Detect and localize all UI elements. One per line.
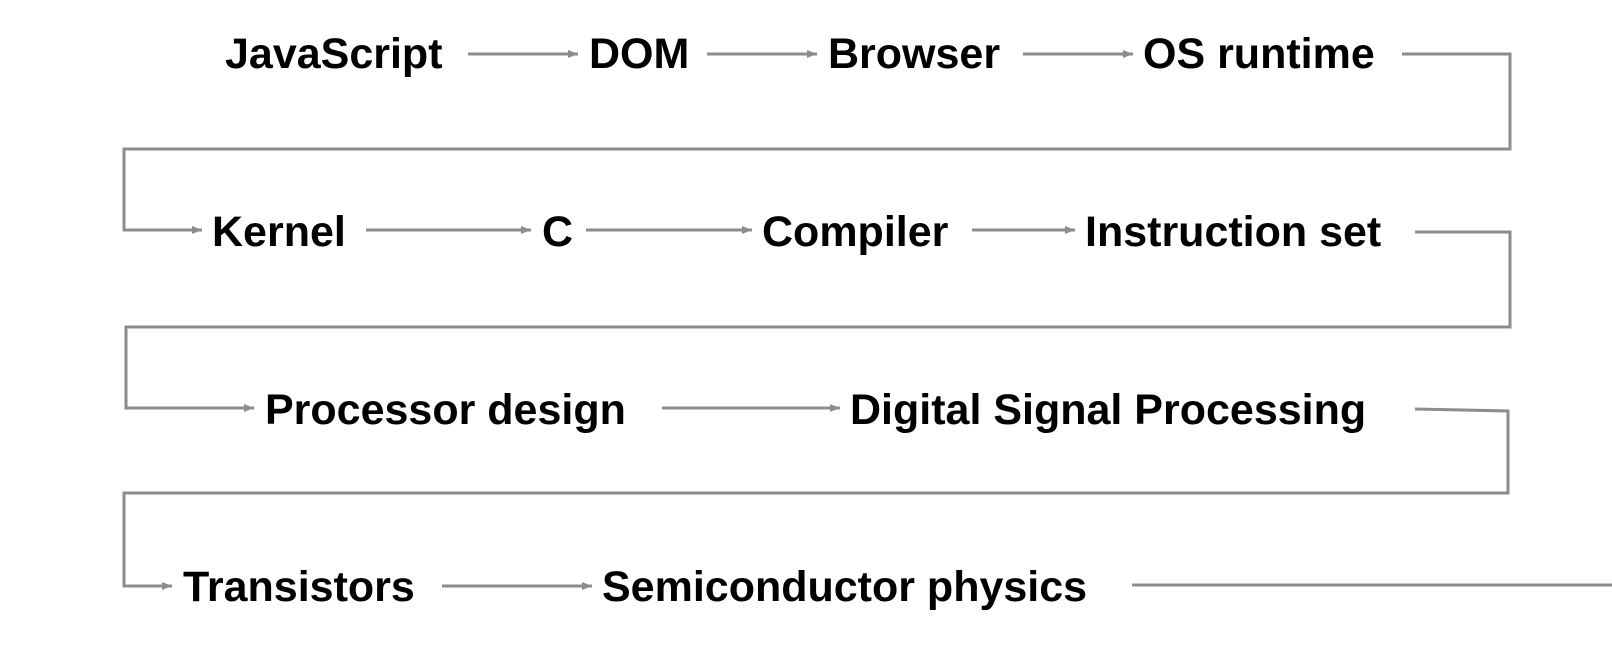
node-digital-signal-processing: Digital Signal Processing <box>850 386 1366 434</box>
arrow-digital-signal-processing-to-transistors <box>122 407 1510 590</box>
node-javascript: JavaScript <box>225 30 443 78</box>
arrow-instruction-set-to-processor-design <box>124 230 1512 412</box>
node-browser: Browser <box>828 30 1000 78</box>
node-compiler: Compiler <box>762 208 949 256</box>
node-processor-design: Processor design <box>265 386 626 434</box>
arrow-os-runtime-to-kernel <box>122 52 1512 234</box>
node-c: C <box>542 208 573 256</box>
node-semiconductor-physics: Semiconductor physics <box>602 563 1087 611</box>
node-dom: DOM <box>589 30 689 78</box>
node-transistors: Transistors <box>183 563 415 611</box>
node-os-runtime: OS runtime <box>1143 30 1375 78</box>
node-kernel: Kernel <box>212 208 346 256</box>
node-instruction-set: Instruction set <box>1085 208 1381 256</box>
